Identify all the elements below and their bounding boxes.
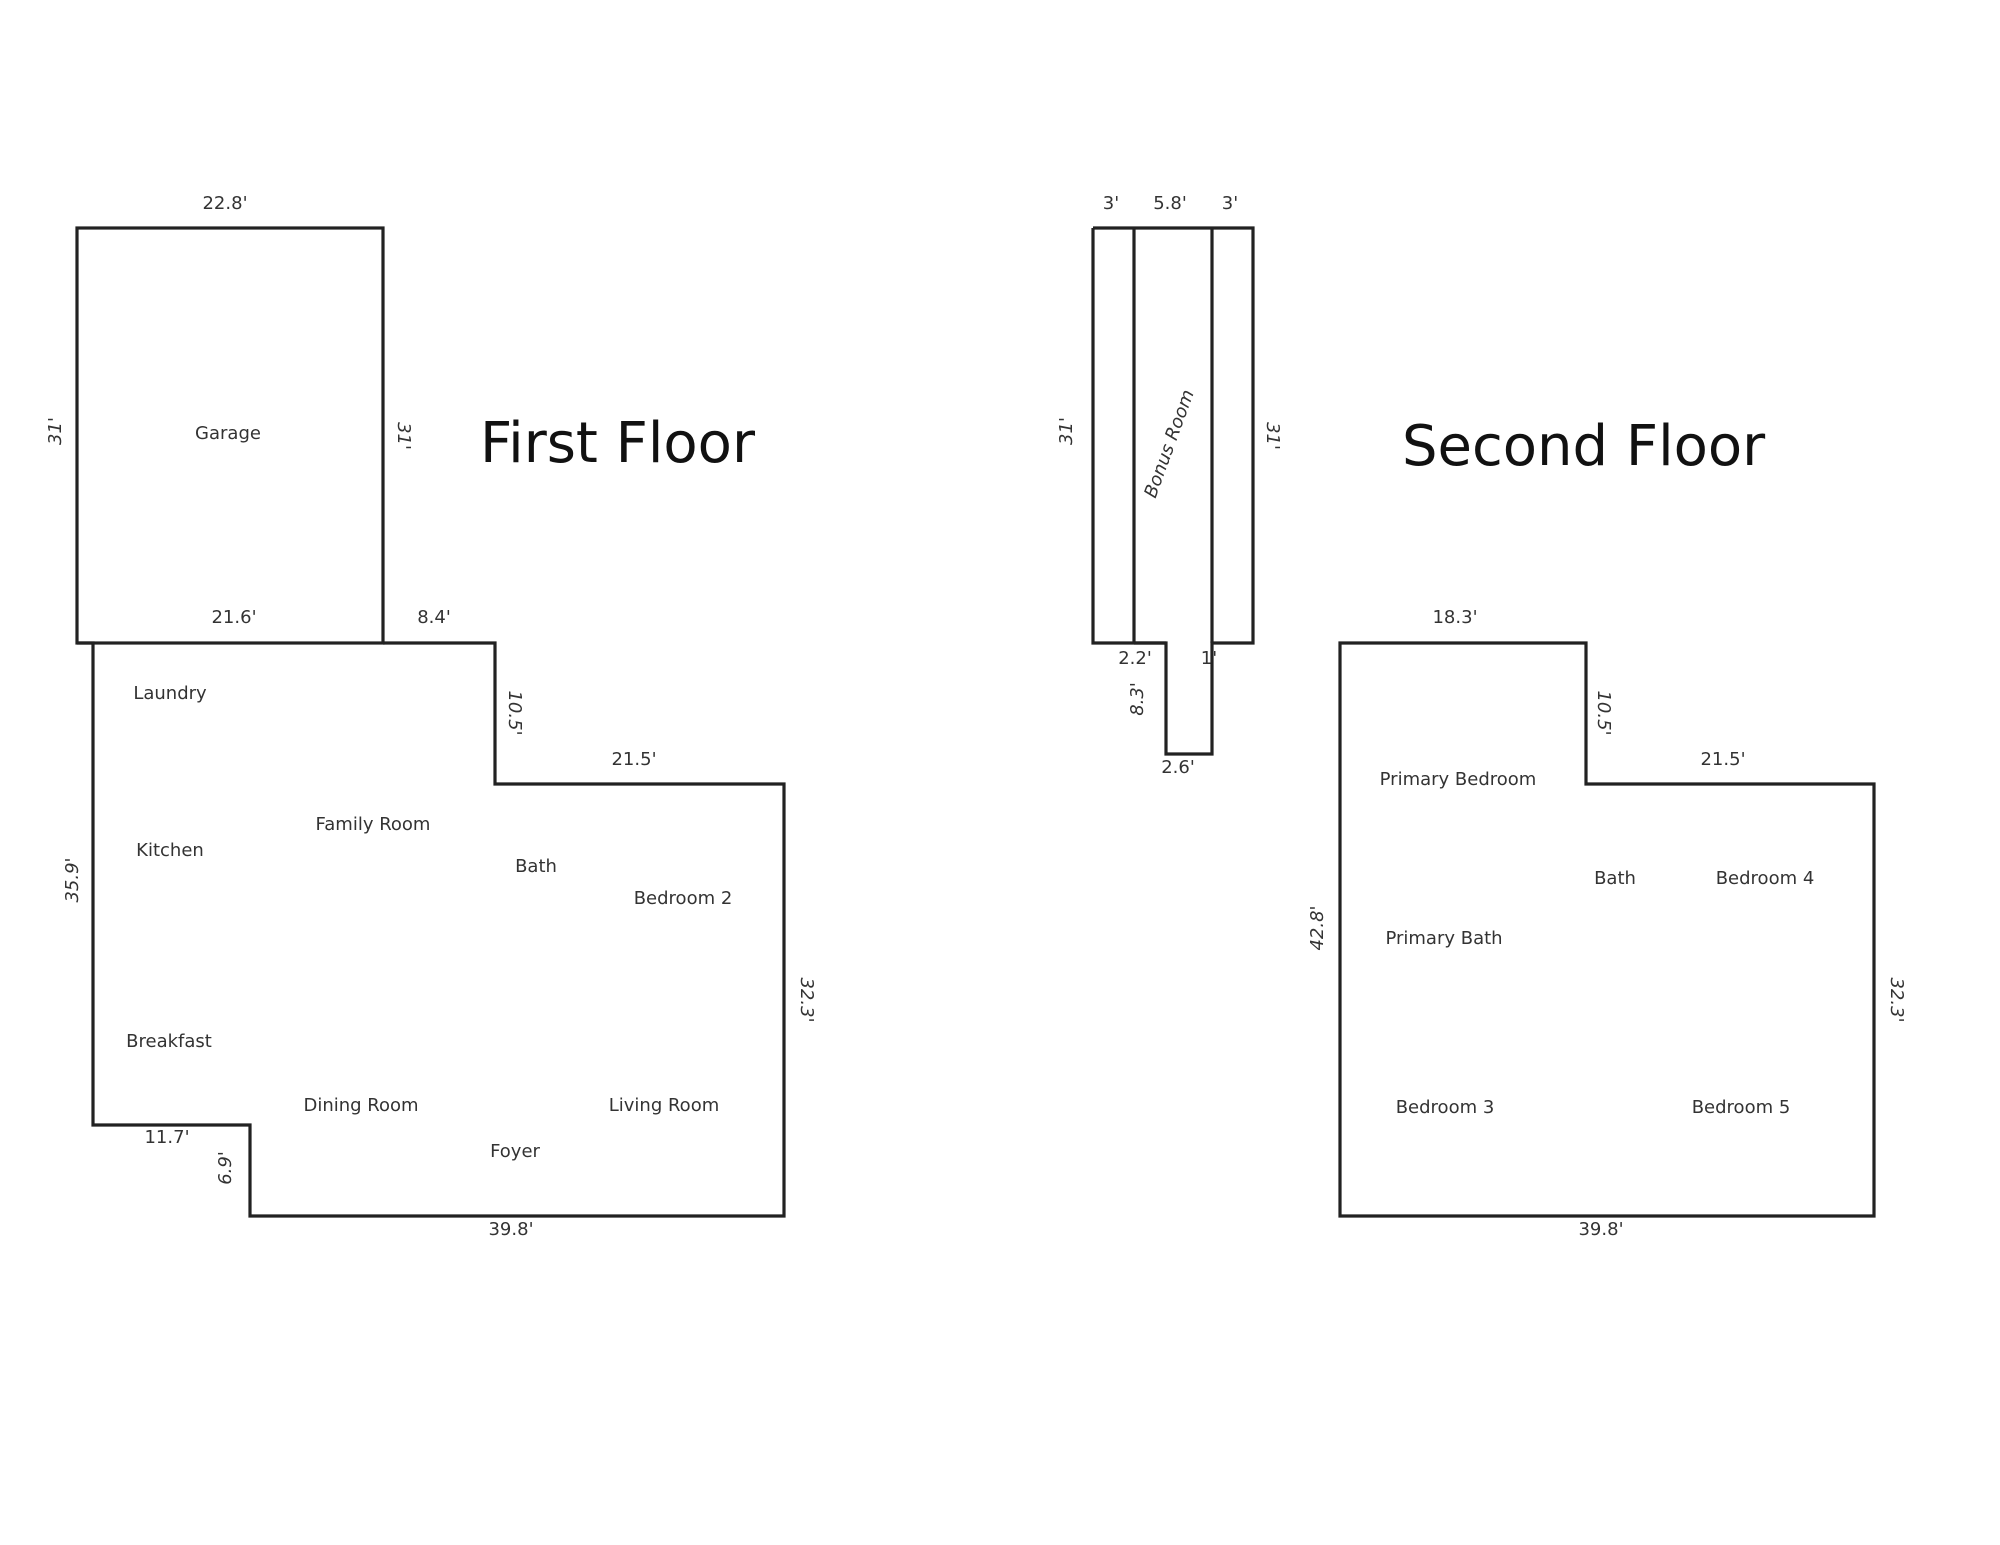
room-label-laundry: Laundry: [133, 683, 207, 704]
dim-second-main-right: 32.3': [1886, 977, 1907, 1022]
dim-main-bottom: 39.8': [488, 1219, 533, 1240]
dim-bonus-left-width: 3': [1103, 193, 1119, 214]
dim-stair-left: 2.2': [1118, 648, 1152, 669]
room-label-bath-2: Bath: [1594, 868, 1636, 889]
dim-ell-top: 8.4': [417, 607, 451, 628]
second-floor-main-outline: [1338, 641, 1876, 1218]
room-label-bedroom-5: Bedroom 5: [1692, 1097, 1791, 1118]
room-label-bonus-room: Bonus Room: [1140, 387, 1198, 501]
room-label-foyer: Foyer: [490, 1141, 540, 1162]
dim-bonus-right-width: 3': [1222, 193, 1238, 214]
room-label-living-room: Living Room: [609, 1095, 720, 1116]
dim-garage-top: 22.8': [202, 193, 247, 214]
dim-second-main-bottom: 39.8': [1578, 1219, 1623, 1240]
dim-garage-left: 31': [45, 417, 66, 445]
dim-garage-right: 31': [393, 422, 414, 450]
dim-second-wing-top: 21.5': [1700, 749, 1745, 770]
dim-main-right: 32.3': [796, 977, 817, 1022]
dim-stair-depth: 8.3': [1127, 682, 1148, 716]
dim-notch-side: 6.9': [215, 1151, 236, 1185]
dim-wing-top: 21.5': [611, 749, 656, 770]
garage-outline: [75, 226, 385, 645]
second-floor-title: Second Floor: [1402, 414, 1766, 479]
dim-second-main-left: 42.8': [1307, 905, 1328, 950]
dim-bonus-right: 31': [1262, 422, 1283, 450]
dim-second-main-top: 18.3': [1432, 607, 1477, 628]
room-label-primary-bedroom: Primary Bedroom: [1380, 769, 1537, 790]
room-label-breakfast: Breakfast: [126, 1031, 212, 1052]
room-label-kitchen: Kitchen: [136, 840, 204, 861]
room-label-dining-room: Dining Room: [303, 1095, 418, 1116]
room-label-bedroom-3: Bedroom 3: [1396, 1097, 1495, 1118]
bonus-room-outline: [1091, 226, 1255, 756]
second-floor: Second Floor Bonus Room Primary Bedroom …: [1056, 193, 1907, 1240]
room-label-garage: Garage: [195, 423, 261, 444]
dim-garage-bottom: 21.6': [211, 607, 256, 628]
dim-ell-drop: 10.5': [504, 690, 525, 735]
first-floor: First Floor Garage Laundry Kitchen Famil…: [45, 193, 817, 1240]
room-label-bedroom-4: Bedroom 4: [1716, 868, 1815, 889]
dim-stair-bottom: 2.6': [1161, 757, 1195, 778]
room-label-family-room: Family Room: [316, 814, 431, 835]
dim-bonus-mid-width: 5.8': [1153, 193, 1187, 214]
dim-stair-right: 1': [1201, 648, 1217, 669]
room-label-primary-bath: Primary Bath: [1385, 928, 1502, 949]
dim-second-ell-drop: 10.5': [1593, 690, 1614, 735]
first-floor-main-outline: [77, 641, 786, 1218]
dim-main-left: 35.9': [62, 857, 83, 902]
room-label-bath: Bath: [515, 856, 557, 877]
dim-bonus-left: 31': [1056, 417, 1077, 445]
dim-notch-top: 11.7': [144, 1127, 189, 1148]
room-label-bedroom-2: Bedroom 2: [634, 888, 733, 909]
first-floor-title: First Floor: [480, 411, 756, 476]
